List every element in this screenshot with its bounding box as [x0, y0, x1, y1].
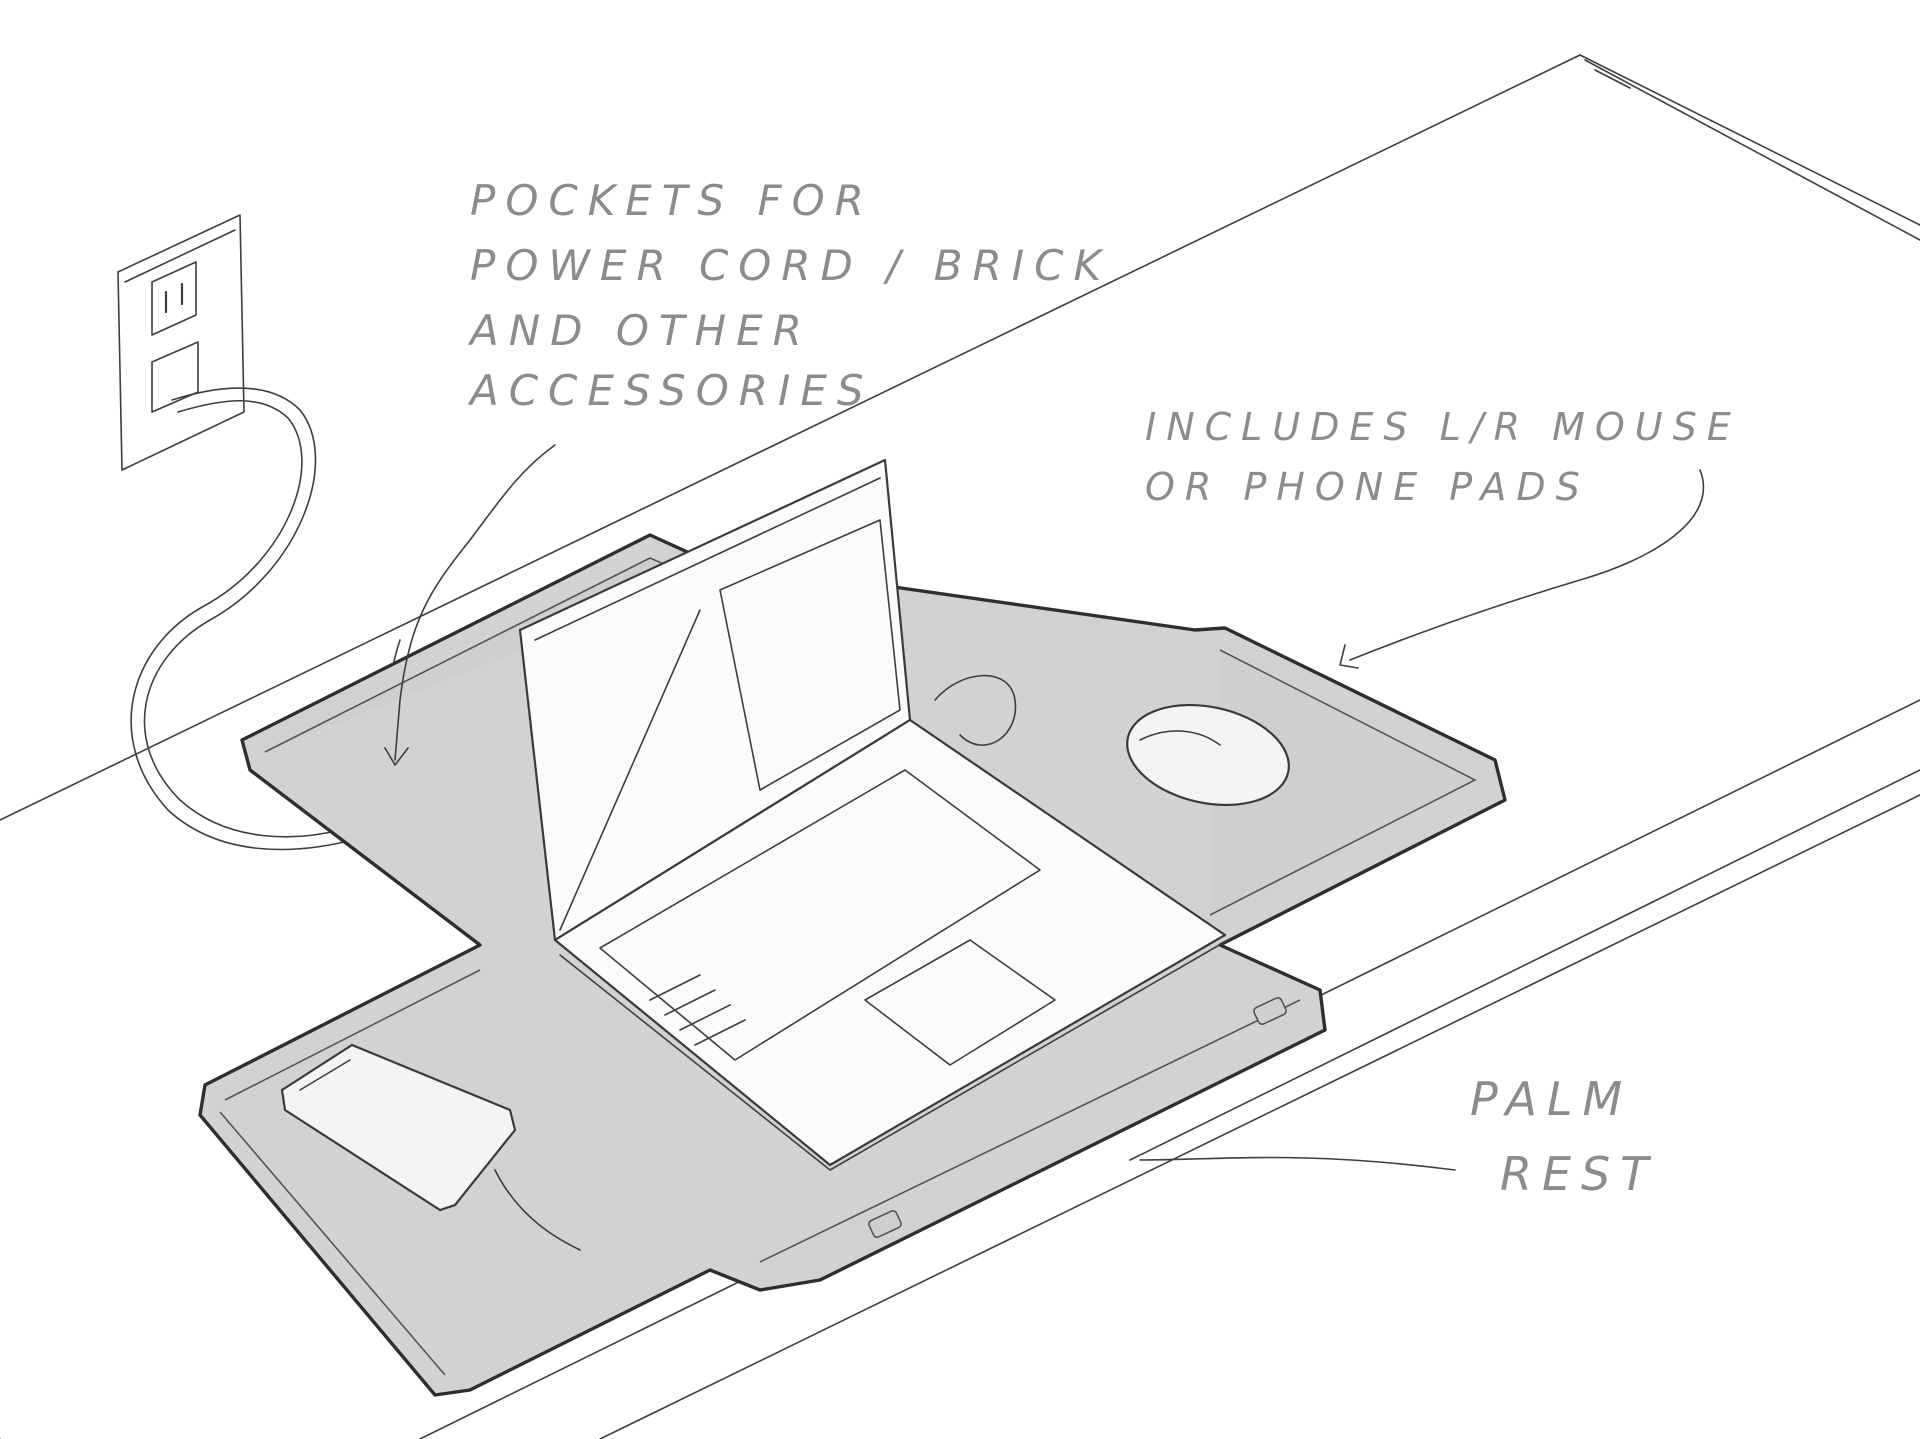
annotation-pockets-line1: POCKETS FOR [470, 176, 874, 225]
wall-outlet-icon [117, 214, 245, 471]
annotation-pockets-line2: POWER CORD / BRICK [470, 241, 1111, 290]
annotation-leaders [384, 444, 1705, 1171]
annotation-pads-line2: OR PHONE PADS [1145, 465, 1590, 509]
annotation-pockets-line4: ACCESSORIES [467, 366, 874, 415]
annotation-pads: INCLUDES L/R MOUSE OR PHONE PADS [1145, 405, 1741, 509]
annotation-pockets-line3: AND OTHER [467, 306, 812, 355]
annotation-pads-line1: INCLUDES L/R MOUSE [1145, 405, 1741, 449]
phone-icon [280, 1043, 581, 1251]
desk-surface [0, 54, 1920, 1439]
annotation-pockets: POCKETS FOR POWER CORD / BRICK AND OTHER… [467, 176, 1111, 415]
annotation-palm-line2: REST [1500, 1147, 1658, 1201]
mouse-icon [1126, 703, 1290, 807]
laptop-icon [518, 458, 1229, 1171]
annotation-palm-rest: PALM REST [1470, 1072, 1658, 1201]
annotation-palm-line1: PALM [1470, 1072, 1632, 1126]
